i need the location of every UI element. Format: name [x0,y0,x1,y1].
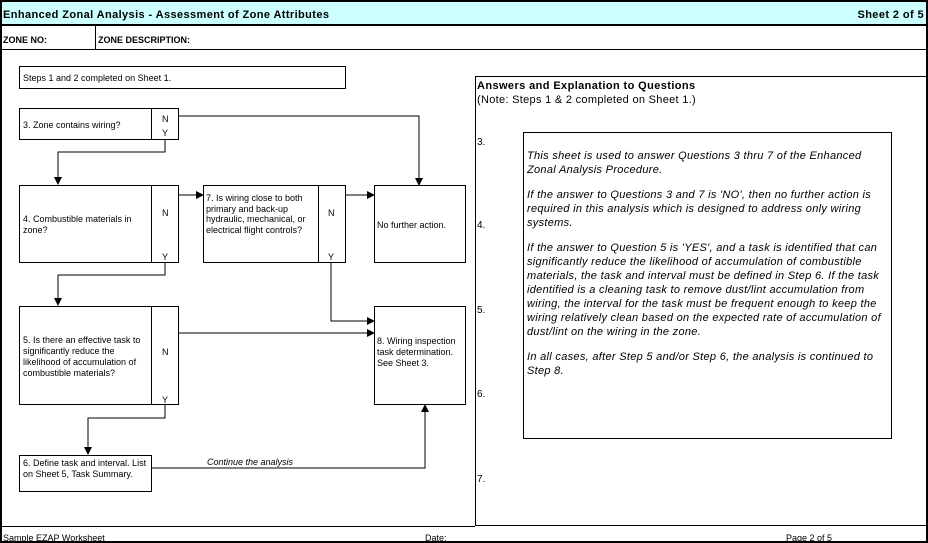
question-4-yes: Y [162,252,169,262]
question-7-text: 7. Is wiring close to both primary and b… [206,193,306,235]
question-5-text: 5. Is there an effective task to signifi… [23,335,141,378]
continue-analysis-label: Continue the analysis [207,457,294,467]
question-5-no: N [162,347,169,357]
explanation-paragraph-1: This sheet is used to answer Questions 3… [527,150,862,176]
explanation-paragraph-4: In all cases, after Step 5 and/or Step 6… [527,351,874,377]
step-8-text: 8. Wiring inspection task determination.… [377,336,456,368]
answers-heading: Answers and Explanation to Questions [477,80,696,92]
question-4-text: 4. Combustible materials in zone? [23,214,132,235]
arrow-q3-no [179,115,423,186]
zone-description-label: ZONE DESCRIPTION: [98,35,191,45]
no-further-action-text: No further action. [377,220,447,230]
explanation-box [523,132,892,439]
question-3-yes: Y [162,128,169,138]
step-6-box: 6. Define task and interval. List on She… [19,455,152,492]
question-7-box: 7. Is wiring close to both primary and b… [203,185,346,263]
step-8-box: 8. Wiring inspection task determination.… [374,306,466,405]
explanation-text: This sheet is used to answer Questions 3… [527,149,889,389]
footer-date: Date: [425,533,447,543]
question-3-no: N [162,114,169,124]
question-5-box: 5. Is there an effective task to signifi… [19,306,179,405]
explanation-paragraph-3: If the answer to Question 5 is 'YES', an… [527,242,881,338]
answer-number-6: 6. [477,389,486,400]
answer-number-7: 7. [477,474,486,485]
footer-rule [0,526,475,527]
arrow-q7-yes [330,263,375,325]
no-further-action-box: No further action. [374,185,466,263]
question-4-divider [151,186,152,262]
answer-number-5: 5. [477,305,486,316]
arrow-q5-yes [84,405,166,455]
answer-number-3: 3. [477,137,486,148]
arrow-q4-yes [54,263,166,306]
step-6-text: 6. Define task and interval. List on She… [23,458,147,479]
title-bar [0,0,928,26]
question-7-divider [318,186,319,262]
question-5-divider [151,307,152,404]
zone-no-label: ZONE NO: [3,35,47,45]
arrow-continue [152,404,429,469]
answers-note: (Note: Steps 1 & 2 completed on Sheet 1.… [477,94,696,106]
answers-panel [475,76,928,526]
steps-1-2-text: Steps 1 and 2 completed on Sheet 1. [23,73,172,83]
zone-bar [0,26,928,50]
question-7-no: N [328,208,335,218]
answer-number-4: 4. [477,220,486,231]
question-3-divider [151,109,152,139]
question-4-no: N [162,208,169,218]
footer-worksheet-name: Sample EZAP Worksheet [3,533,105,543]
steps-1-2-box: Steps 1 and 2 completed on Sheet 1. [19,66,346,89]
footer-page: Page 2 of 5 [786,533,833,543]
sheet-number: Sheet 2 of 5 [857,9,924,21]
zone-divider [95,26,96,50]
page-title: Enhanced Zonal Analysis - Assessment of … [3,9,330,21]
question-7-yes: Y [328,252,335,262]
explanation-paragraph-2: If the answer to Questions 3 and 7 is 'N… [527,189,872,229]
question-3-box: 3. Zone contains wiring? N Y [19,108,179,140]
worksheet-frame [0,50,928,543]
question-5-yes: Y [162,395,169,405]
question-3-text: 3. Zone contains wiring? [23,120,121,130]
question-4-box: 4. Combustible materials in zone? N Y [19,185,179,263]
arrow-q3-yes [54,140,166,185]
